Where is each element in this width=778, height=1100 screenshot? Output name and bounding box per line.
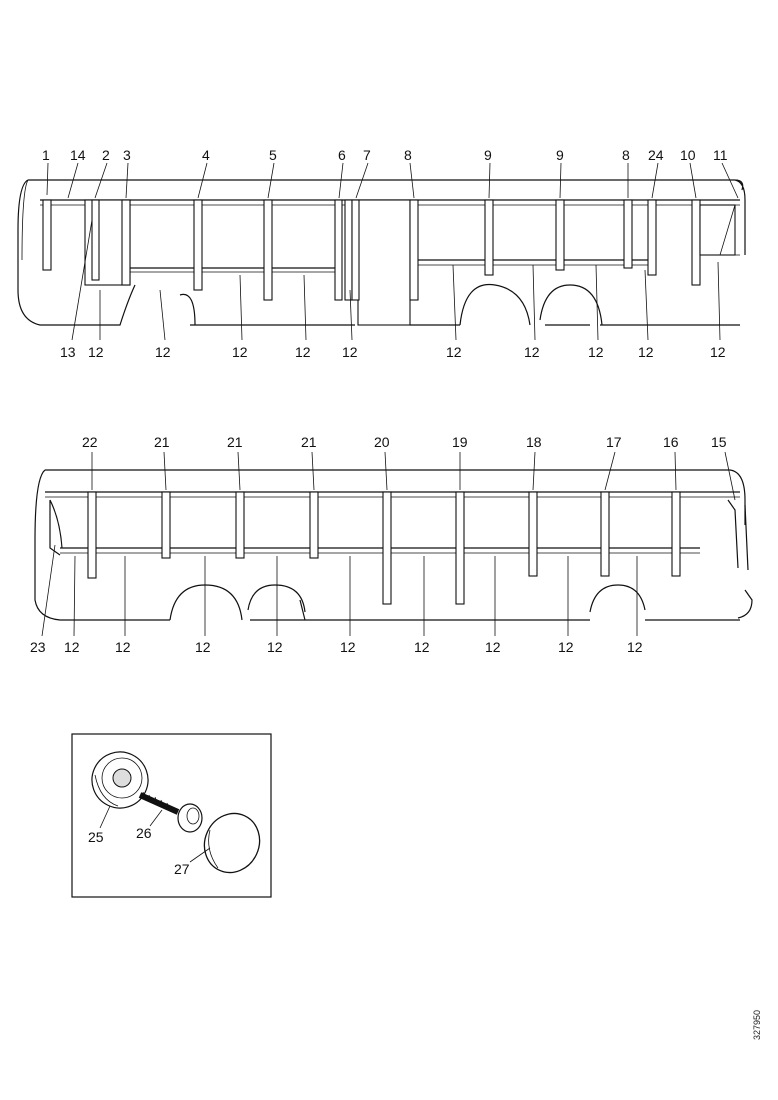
bottom-pillar — [161, 491, 171, 559]
top-pillar — [691, 199, 701, 286]
top-pillar — [121, 199, 131, 286]
top-label: 8 — [404, 147, 412, 163]
top-label: 5 — [269, 147, 277, 163]
top-pillar — [263, 199, 273, 301]
bottom-pillar — [382, 491, 392, 605]
top-pillar — [91, 199, 100, 281]
bottom-leader-lines — [41, 451, 736, 637]
top-label: 14 — [70, 147, 86, 163]
top-pillar — [351, 199, 360, 301]
bus-side-view-bottom: 22 21 21 21 20 19 18 17 16 15 23 12 12 1… — [30, 434, 753, 655]
top-middle-door-panel — [357, 199, 411, 326]
top-label: 11 — [713, 147, 728, 163]
drawing-code: 327950 — [752, 1009, 762, 1040]
bottom-pillar — [87, 491, 97, 579]
top-label: 21 — [301, 434, 317, 450]
bottom-lower-sill — [250, 599, 740, 621]
top-rear-door — [699, 204, 736, 256]
top-label: 18 — [526, 434, 542, 450]
bottom-label: 12 — [342, 344, 358, 360]
top-label: 2 — [102, 147, 110, 163]
detail-label: 27 — [174, 861, 190, 877]
bottom-wheel-arch-1 — [169, 584, 243, 621]
bottom-label: 12 — [340, 639, 356, 655]
top-label: 4 — [202, 147, 210, 163]
detail-leader-lines — [99, 805, 211, 863]
bottom-label: 12 — [485, 639, 501, 655]
top-pillar — [42, 199, 52, 271]
bottom-label: 12 — [64, 639, 80, 655]
top-label: 21 — [227, 434, 243, 450]
top-pillar — [334, 199, 343, 301]
top-label: 19 — [452, 434, 468, 450]
detail-frame — [71, 733, 272, 898]
washer-icon — [91, 751, 149, 809]
top-label: 6 — [338, 147, 346, 163]
bottom-label: 12 — [232, 344, 248, 360]
top-front-curve — [21, 179, 29, 261]
bottom-pillar — [671, 491, 681, 577]
cover-cap-icon — [203, 812, 261, 874]
top-rear-door-edge — [719, 204, 740, 256]
top-pillar — [193, 199, 203, 291]
top-pillar — [484, 199, 494, 276]
bottom-label: 12 — [88, 344, 104, 360]
top-label: 3 — [123, 147, 131, 163]
top-wheel-arch-rear-1 — [459, 283, 531, 326]
top-pillar — [623, 199, 633, 269]
bottom-label: 12 — [558, 639, 574, 655]
bottom-label: 12 — [115, 639, 131, 655]
detail-label: 25 — [88, 829, 104, 845]
bottom-label: 12 — [267, 639, 283, 655]
top-label: 7 — [363, 147, 371, 163]
bus-side-view-top: 1 14 2 3 4 5 6 7 8 9 9 8 24 10 11 13 12 … — [17, 147, 746, 360]
top-label: 15 — [711, 434, 727, 450]
bottom-label: 12 — [195, 639, 211, 655]
bottom-label: 12 — [588, 344, 604, 360]
top-pillar — [647, 199, 657, 276]
bottom-pillar — [235, 491, 245, 559]
bottom-label: 23 — [30, 639, 46, 655]
top-label: 1 — [42, 147, 50, 163]
bottom-label: 12 — [446, 344, 462, 360]
top-label: 21 — [154, 434, 170, 450]
top-wheel-arch-front — [179, 293, 196, 326]
bottom-front-bracket — [49, 499, 63, 556]
top-label: 9 — [484, 147, 492, 163]
bottom-pillar — [528, 491, 538, 577]
top-label: 8 — [622, 147, 630, 163]
top-pillar — [344, 199, 353, 301]
bottom-label: 12 — [414, 639, 430, 655]
top-label: 10 — [680, 147, 696, 163]
bottom-label: 12 — [524, 344, 540, 360]
bottom-pillar — [455, 491, 465, 605]
bottom-label: 12 — [627, 639, 643, 655]
bottom-label: 13 — [60, 344, 76, 360]
bottom-wheel-arch-2 — [247, 584, 306, 613]
bottom-label: 12 — [710, 344, 726, 360]
top-wheel-arch-rear-2 — [539, 284, 603, 326]
top-pillar — [409, 199, 419, 301]
top-label: 22 — [82, 434, 98, 450]
screw-icon — [138, 791, 203, 833]
bottom-label: 12 — [638, 344, 654, 360]
bottom-wheel-arch-3 — [589, 584, 646, 613]
top-label: 20 — [374, 434, 390, 450]
bottom-rear-frame — [727, 499, 749, 571]
bottom-pillar — [309, 491, 319, 559]
bottom-label: 12 — [155, 344, 171, 360]
top-leader-lines — [46, 162, 739, 341]
top-label: 16 — [663, 434, 679, 450]
detail-label: 26 — [136, 825, 152, 841]
top-body-outline — [17, 179, 746, 326]
bottom-body-outline — [34, 469, 753, 621]
fastener-detail-box: 25 26 27 — [71, 733, 272, 898]
bottom-label: 12 — [295, 344, 311, 360]
top-label: 17 — [606, 434, 622, 450]
top-label: 9 — [556, 147, 564, 163]
bottom-pillar — [600, 491, 610, 577]
top-label: 24 — [648, 147, 664, 163]
top-pillar — [555, 199, 565, 271]
